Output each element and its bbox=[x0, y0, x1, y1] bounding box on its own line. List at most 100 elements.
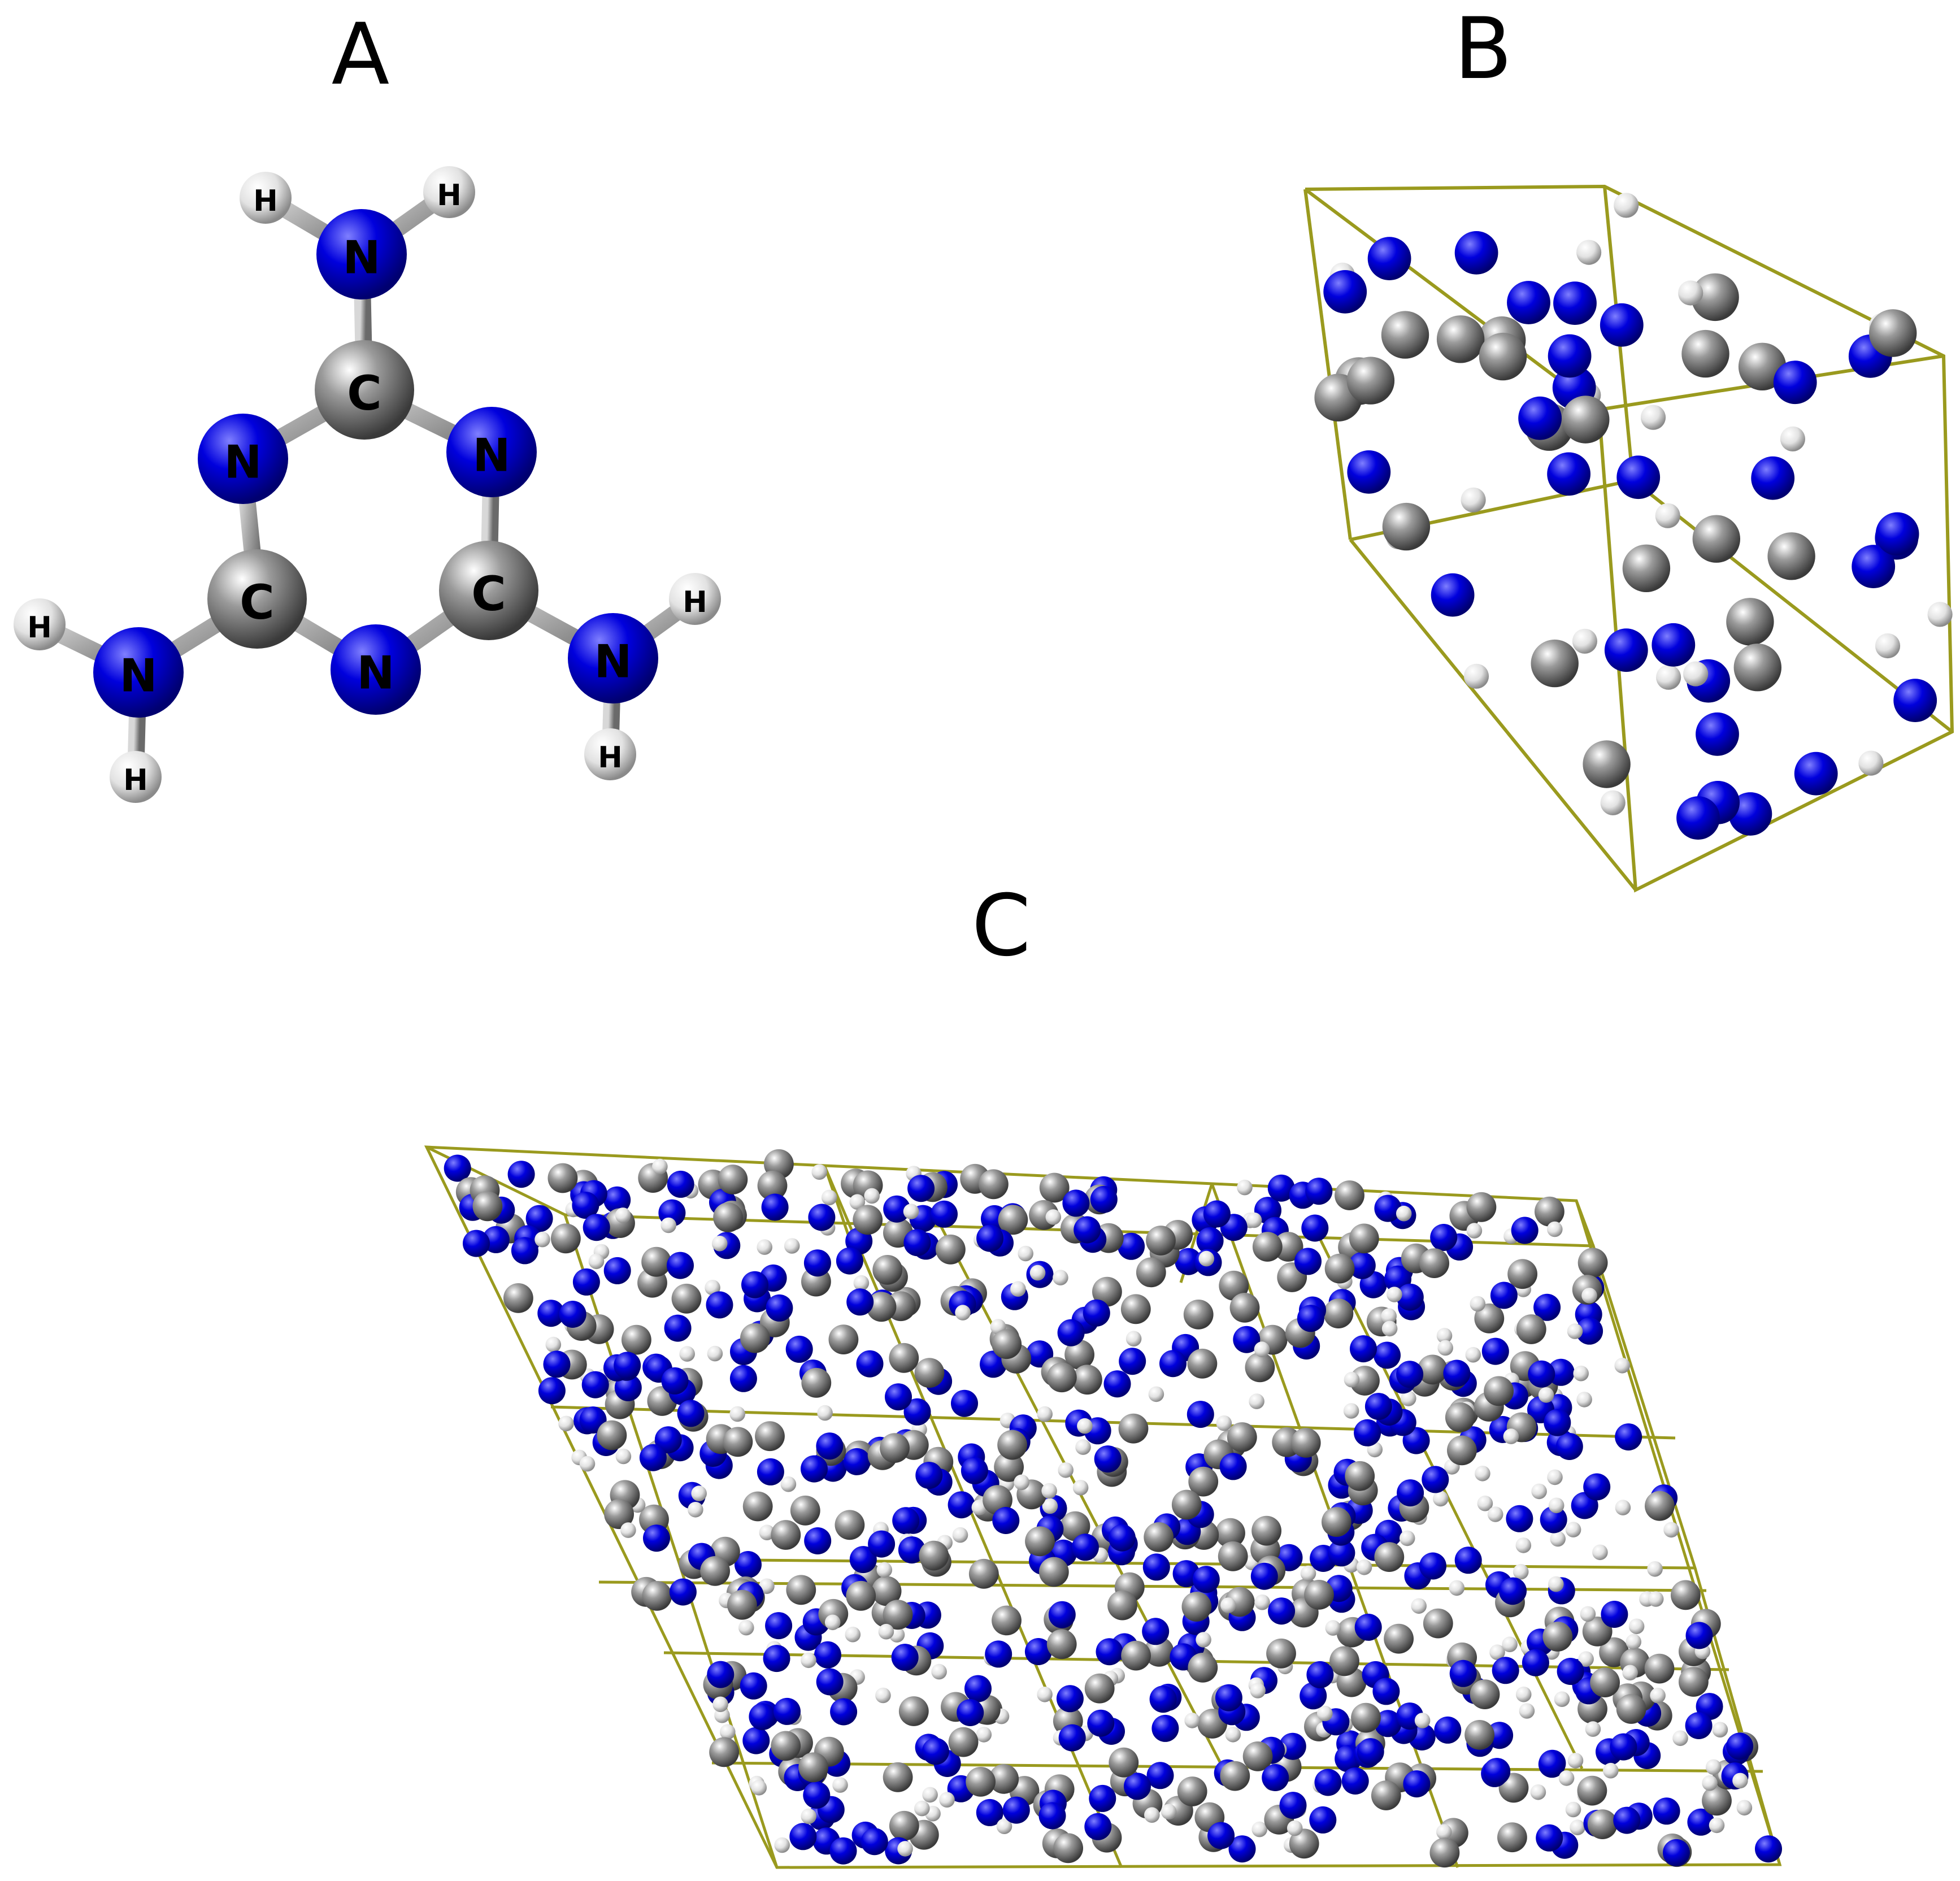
cell-atom-n bbox=[1507, 281, 1550, 324]
supercell-atom-c bbox=[871, 1576, 902, 1606]
supercell-atom-c bbox=[1251, 1515, 1282, 1546]
supercell-atom-h bbox=[1475, 1466, 1490, 1482]
supercell-atom-h bbox=[1736, 1800, 1753, 1816]
supercell bbox=[424, 1145, 1782, 1869]
supercell-atom-h bbox=[1550, 1531, 1566, 1547]
cell-atom-c bbox=[1346, 357, 1395, 405]
cell-atom-c bbox=[1562, 396, 1610, 444]
supercell-atom-n bbox=[1294, 1248, 1322, 1275]
supercell-atom-n bbox=[741, 1271, 768, 1298]
supercell-atom-c bbox=[1507, 1259, 1538, 1289]
atom-label: N bbox=[473, 429, 511, 482]
supercell-atom-h bbox=[821, 1189, 837, 1206]
supercell-atom-n bbox=[1536, 1824, 1563, 1852]
supercell-atom-h bbox=[1396, 1205, 1412, 1222]
supercell-atom-h bbox=[1622, 1665, 1638, 1681]
atom-c: C bbox=[315, 340, 414, 440]
atom-label: H bbox=[683, 585, 707, 619]
supercell-atom-h bbox=[1702, 1775, 1718, 1791]
supercell-atom-h bbox=[878, 1623, 894, 1640]
supercell-atom-h bbox=[1487, 1506, 1503, 1522]
supercell-atom-h bbox=[1037, 1406, 1053, 1422]
supercell-atom-c bbox=[1177, 1776, 1207, 1806]
supercell-atom-n bbox=[643, 1524, 670, 1552]
supercell-atom-h bbox=[1037, 1687, 1053, 1702]
supercell-atom-c bbox=[727, 1589, 757, 1620]
supercell-atom-n bbox=[1653, 1797, 1680, 1825]
supercell-atom-c bbox=[1349, 1223, 1379, 1254]
supercell-atom-h bbox=[1650, 1687, 1666, 1704]
supercell-atom-c bbox=[1429, 1837, 1460, 1868]
atom-n: N bbox=[93, 627, 184, 718]
supercell-atom-h bbox=[1531, 1483, 1547, 1500]
supercell-atom-h bbox=[1381, 1308, 1397, 1324]
supercell-atom-c bbox=[1188, 1653, 1218, 1683]
supercell-atom-h bbox=[1401, 1391, 1416, 1406]
supercell-atom-h bbox=[738, 1619, 754, 1636]
supercell-atom-h bbox=[1580, 1606, 1596, 1622]
cell-atom-c bbox=[1726, 598, 1774, 646]
supercell-atom-h bbox=[1570, 1819, 1585, 1835]
cell-atom-c bbox=[1622, 544, 1671, 592]
supercell-atom-n bbox=[749, 1703, 776, 1731]
supercell-atom-n bbox=[816, 1668, 844, 1696]
supercell-atom-n bbox=[789, 1823, 817, 1850]
supercell-atom-c bbox=[742, 1491, 773, 1522]
supercell-atom-n bbox=[603, 1257, 631, 1284]
supercell-atom-n bbox=[1615, 1423, 1642, 1451]
supercell-atom-c bbox=[1025, 1526, 1055, 1557]
supercell-atom-n bbox=[1354, 1613, 1382, 1641]
supercell-atom-h bbox=[679, 1346, 695, 1362]
supercell-atom-h bbox=[1148, 1386, 1164, 1402]
supercell-atom-n bbox=[1279, 1792, 1307, 1819]
supercell-atom-c bbox=[597, 1420, 627, 1450]
supercell-atom-h bbox=[1547, 1221, 1563, 1237]
supercell-atom-c bbox=[1577, 1775, 1607, 1806]
supercell-atom-c bbox=[1582, 1617, 1613, 1647]
supercell-atom-n bbox=[976, 1224, 1004, 1252]
supercell-atom-h bbox=[1489, 1644, 1505, 1660]
supercell-atom-h bbox=[1072, 1480, 1089, 1496]
supercell-atom-n bbox=[677, 1400, 705, 1427]
supercell-atom-c bbox=[1329, 1646, 1359, 1676]
supercell-atom-c bbox=[757, 1170, 788, 1201]
supercell-atom-c bbox=[1084, 1673, 1115, 1704]
supercell-atom-h bbox=[1576, 1392, 1592, 1408]
supercell-atom-c bbox=[1542, 1622, 1573, 1652]
atom-label: H bbox=[27, 611, 52, 645]
supercell-atom-n bbox=[1544, 1409, 1571, 1436]
supercell-atom-h bbox=[817, 1405, 833, 1421]
supercell-atom-h bbox=[875, 1687, 891, 1704]
supercell-atom-n bbox=[639, 1444, 667, 1471]
supercell-atom-c bbox=[919, 1540, 949, 1571]
supercell-atom-h bbox=[615, 1448, 632, 1465]
supercell-atom-c bbox=[1092, 1276, 1122, 1307]
supercell-atom-c bbox=[828, 1324, 859, 1355]
supercell-atom-c bbox=[1118, 1413, 1149, 1444]
supercell-atom-n bbox=[1124, 1773, 1151, 1800]
supercell-atom-h bbox=[849, 1194, 866, 1210]
supercell-atom-n bbox=[804, 1527, 832, 1554]
supercell-atom-h bbox=[691, 1485, 707, 1501]
cell-atom-h bbox=[1780, 426, 1805, 451]
supercell-atom-n bbox=[735, 1551, 762, 1578]
supercell-atom-h bbox=[1161, 1804, 1177, 1820]
supercell-atom-n bbox=[1219, 1453, 1247, 1480]
supercell-atom-n bbox=[1119, 1348, 1146, 1375]
unit-cell bbox=[1303, 184, 1954, 893]
supercell-atom-c bbox=[1144, 1522, 1174, 1552]
supercell-atom-h bbox=[1433, 1491, 1449, 1507]
supercell-atom-n bbox=[1159, 1350, 1187, 1378]
cell-atom-n bbox=[1696, 712, 1739, 756]
supercell-atom-c bbox=[1218, 1541, 1248, 1571]
atom-label: C bbox=[347, 366, 382, 421]
supercell-atom-c bbox=[1038, 1557, 1069, 1587]
supercell-atom-n bbox=[922, 1737, 949, 1765]
supercell-atom-n bbox=[1434, 1716, 1462, 1744]
supercell-atom-h bbox=[1592, 1544, 1608, 1561]
supercell-atom-c bbox=[1227, 1422, 1257, 1452]
supercell-atom-h bbox=[1198, 1250, 1215, 1267]
supercell-atom-n bbox=[1083, 1299, 1110, 1327]
